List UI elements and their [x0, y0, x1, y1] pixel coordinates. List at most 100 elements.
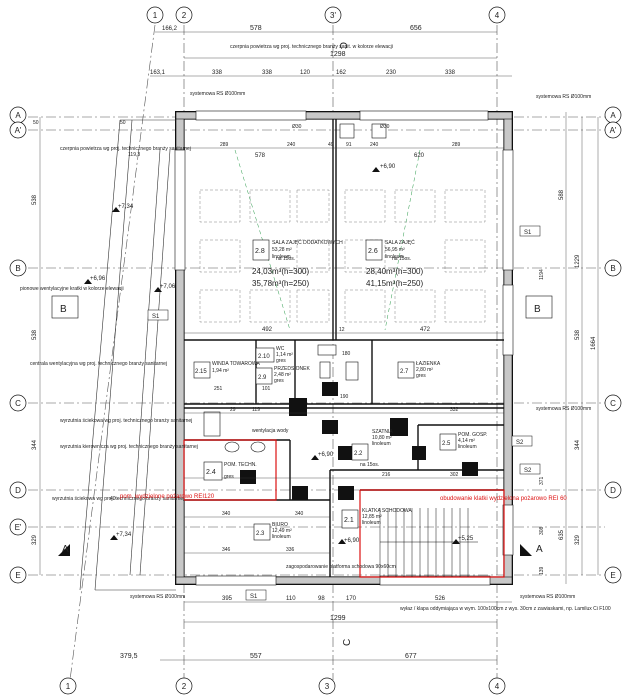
- svg-text:4,14 m²: 4,14 m²: [458, 438, 475, 444]
- section-tag-s2: S2: [519, 463, 541, 475]
- svg-text:12,85 m²: 12,85 m²: [362, 514, 382, 520]
- grid-bubble: A: [9, 106, 27, 124]
- svg-text:KLATKA SCHODOWA: KLATKA SCHODOWA: [362, 508, 412, 514]
- dim-label: 344: [575, 439, 581, 450]
- dim-label: 240: [370, 142, 379, 148]
- grid-bubble: 1: [146, 6, 164, 24]
- svg-text:2.3: 2.3: [256, 531, 265, 537]
- svg-text:SALA ZAJĘĆ: SALA ZAJĘĆ: [385, 239, 415, 246]
- svg-text:na 15os.: na 15os.: [276, 256, 295, 262]
- svg-text:C: C: [337, 42, 348, 49]
- svg-text:WINDA TOWAROWA: WINDA TOWAROWA: [212, 361, 260, 367]
- svg-text:D: D: [15, 486, 21, 495]
- level-marker: +6,90: [311, 452, 334, 460]
- slanted-annex: [79, 119, 176, 591]
- svg-text:+7,06: +7,06: [160, 284, 176, 290]
- svg-text:3: 3: [325, 682, 330, 691]
- room-label-2-8: 2.8 SALA ZAJĘĆ DODATKOWYCH 53,28 m² lino…: [252, 239, 343, 288]
- dim-label: 395: [222, 596, 233, 602]
- grid-bubble: 3': [324, 6, 342, 24]
- svg-text:41,15m³(h=250): 41,15m³(h=250): [366, 279, 423, 288]
- svg-text:2.4: 2.4: [206, 469, 216, 476]
- section-marker-b-left: B: [51, 295, 79, 319]
- svg-text:WC: WC: [276, 346, 285, 352]
- svg-text:Ø30: Ø30: [292, 124, 302, 130]
- svg-text:10,80 m²: 10,80 m²: [372, 435, 392, 441]
- dim-label: 216: [382, 472, 391, 478]
- fixtures: [203, 123, 387, 453]
- svg-text:A: A: [610, 111, 616, 120]
- svg-text:2.5: 2.5: [442, 441, 451, 447]
- svg-text:BIURO: BIURO: [272, 522, 288, 528]
- grid-bubble: 1: [59, 677, 77, 695]
- section-tag-s1-left: S1: [147, 309, 169, 321]
- dim-label: 110: [286, 596, 296, 602]
- svg-text:2,48 m²: 2,48 m²: [274, 372, 291, 378]
- section-marker-a-left: A: [58, 544, 70, 556]
- grid-bubble: E': [9, 518, 27, 536]
- svg-text:+6,90: +6,90: [380, 164, 396, 170]
- svg-text:C: C: [15, 399, 21, 408]
- dim-label: 91: [346, 142, 352, 148]
- svg-text:53,28 m²: 53,28 m²: [272, 247, 292, 253]
- svg-text:linoleum: linoleum: [272, 534, 291, 540]
- dim-label: 677: [405, 653, 417, 660]
- svg-text:+6,90: +6,90: [318, 452, 334, 458]
- dim-label: 588: [559, 189, 565, 200]
- dim-label: 538: [32, 194, 38, 205]
- svg-text:56,95 m²: 56,95 m²: [385, 247, 405, 253]
- svg-text:2.9: 2.9: [258, 375, 267, 381]
- svg-text:linoleum: linoleum: [372, 441, 391, 447]
- svg-text:SZATNIA: SZATNIA: [372, 429, 393, 435]
- svg-text:E': E': [15, 523, 22, 532]
- grid-bubble: B: [604, 259, 622, 277]
- svg-text:linoleum: linoleum: [272, 254, 291, 260]
- notes-right: systemowa RS Ø100mm systemowa RS Ø100mm …: [520, 94, 591, 600]
- grid-bubble: 4: [488, 6, 506, 24]
- svg-text:zagospodarowanie platforma sch: zagospodarowanie platforma schodowa 90x6…: [286, 564, 396, 570]
- dim-label: 240: [287, 142, 296, 148]
- svg-text:POM. TECHN.: POM. TECHN.: [224, 462, 257, 468]
- svg-text:pionowe wentylacyjne kratki w: pionowe wentylacyjne kratki w kolorze el…: [20, 286, 124, 292]
- dim-label: 340: [295, 511, 304, 517]
- level-marker: +6,90: [372, 164, 396, 172]
- grid-bubble: C: [9, 394, 27, 412]
- svg-text:2.15: 2.15: [195, 369, 207, 375]
- room-label-2-2: 2.2 SZATNIA 10,80 m² linoleum: [351, 429, 393, 461]
- level-marker: +7,34: [110, 532, 132, 540]
- dim-label: 50: [33, 120, 39, 126]
- grid-bubble: A': [604, 121, 622, 139]
- svg-text:B: B: [534, 304, 541, 315]
- dim-label: 635: [559, 529, 565, 540]
- svg-text:+7,34: +7,34: [116, 532, 132, 538]
- svg-text:2.1: 2.1: [344, 517, 354, 524]
- grid-bubble: 2: [175, 677, 193, 695]
- svg-text:czerpnia powietrza wg proj. te: czerpnia powietrza wg proj. technicznego…: [230, 44, 393, 50]
- dim-label: 1298: [330, 51, 346, 58]
- svg-text:na 15os.: na 15os.: [392, 256, 411, 262]
- dim-label: 308: [539, 526, 545, 535]
- dim-label: 289: [452, 142, 461, 148]
- svg-text:S1: S1: [524, 230, 532, 236]
- dim-label: 190: [340, 394, 349, 400]
- dim-label: 1299: [330, 615, 346, 622]
- svg-text:E: E: [610, 571, 615, 580]
- dim-label: 119,3: [128, 152, 140, 158]
- notes-top: czerpnia powietrza wg proj. technicznego…: [230, 44, 393, 50]
- outer-walls: [174, 110, 514, 586]
- level-marker: +5,25: [452, 536, 474, 544]
- dim-label: 329: [32, 534, 38, 545]
- dim-label: 340: [222, 511, 231, 517]
- room-label-2-10: 2.10 WC 1,14 m² gres: [255, 346, 293, 364]
- svg-text:2: 2: [182, 11, 187, 20]
- svg-text:PRZEDSIONEK: PRZEDSIONEK: [274, 366, 311, 372]
- svg-text:3': 3': [330, 11, 336, 20]
- svg-text:S1: S1: [152, 314, 160, 320]
- grid-bubble: D: [9, 481, 27, 499]
- svg-text:na 15os.: na 15os.: [360, 462, 379, 468]
- dim-label: 289: [220, 142, 229, 148]
- staircase: [379, 508, 478, 577]
- dim-label: 101: [262, 386, 271, 392]
- dim-label: 29: [230, 407, 236, 413]
